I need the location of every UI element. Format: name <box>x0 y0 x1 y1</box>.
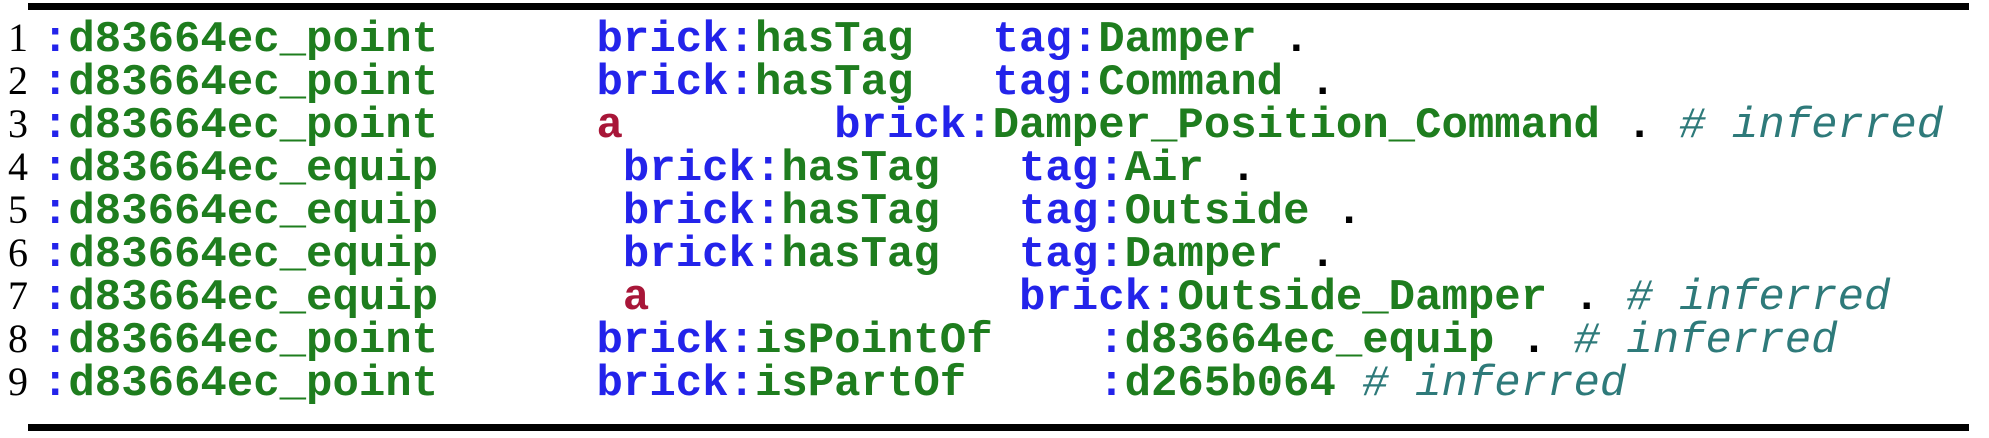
code-token: hasTag <box>754 15 914 65</box>
code-token: Damper_Position_Command <box>992 101 1600 151</box>
code-token: : <box>42 15 69 65</box>
code-token: : <box>1098 359 1125 409</box>
code-line: 8:d83664ec_point brick:isPointOf :d83664… <box>8 316 1943 363</box>
code-token: isPartOf <box>754 359 967 409</box>
code-token: Outside_Damper <box>1177 273 1548 323</box>
code-token: Command <box>1098 58 1284 108</box>
code-token: tag: <box>1019 187 1125 237</box>
code-token: isPointOf <box>754 316 993 366</box>
turtle-code-listing: 1:d83664ec_point brick:hasTag tag:Damper… <box>8 15 1943 406</box>
code-token: brick: <box>622 144 782 194</box>
code-spacing <box>1336 359 1362 409</box>
figure-bottom-rule <box>28 424 1969 431</box>
code-line: 7:d83664ec_equip a brick:Outside_Damper … <box>8 273 1943 320</box>
code-token: brick: <box>596 58 755 108</box>
code-token: d83664ec_equip <box>68 273 439 323</box>
code-token: : <box>1098 316 1125 366</box>
code-line: 6:d83664ec_equip brick:hasTag tag:Damper… <box>8 230 1943 277</box>
code-token: brick: <box>1019 273 1178 323</box>
code-token: d83664ec_point <box>68 101 439 151</box>
code-line: 3:d83664ec_point a brick:Damper_Position… <box>8 101 1943 148</box>
code-token: . <box>1283 15 1310 65</box>
code-token: . <box>1230 144 1257 194</box>
code-token: brick: <box>834 101 993 151</box>
code-token: : <box>42 58 69 108</box>
code-token: Outside <box>1124 187 1310 237</box>
code-token: d83664ec_point <box>68 15 439 65</box>
code-token: # inferred <box>1573 316 1838 366</box>
code-token: . <box>1335 187 1363 237</box>
code-token: a <box>622 273 650 323</box>
code-token: . <box>1309 58 1336 108</box>
code-token: : <box>42 359 69 409</box>
code-token: Damper <box>1098 15 1257 65</box>
line-number: 4 <box>8 144 28 189</box>
code-token: Damper <box>1124 230 1284 280</box>
code-token: tag: <box>992 15 1099 65</box>
code-token: d83664ec_equip <box>1124 316 1495 366</box>
code-line: 5:d83664ec_equip brick:hasTag tag:Outsid… <box>8 187 1943 234</box>
code-token: # inferred <box>1679 101 1944 151</box>
code-line: 4:d83664ec_equip brick:hasTag tag:Air . <box>8 144 1943 191</box>
code-token: d83664ec_equip <box>68 187 439 237</box>
code-token: brick: <box>596 359 755 409</box>
code-token: hasTag <box>781 187 940 237</box>
figure-top-rule <box>28 3 1969 10</box>
line-number: 6 <box>8 230 28 275</box>
code-token: . <box>1520 316 1548 366</box>
code-token: : <box>42 144 69 194</box>
code-token: d83664ec_equip <box>68 144 439 194</box>
code-line: 1:d83664ec_point brick:hasTag tag:Damper… <box>8 15 1943 62</box>
code-spacing <box>1653 101 1679 151</box>
code-token: . <box>1626 101 1653 151</box>
code-token: d265b064 <box>1124 359 1336 409</box>
line-number: 7 <box>8 273 28 318</box>
code-token: . <box>1573 273 1600 323</box>
code-token: brick: <box>622 187 782 237</box>
code-token: Air <box>1124 144 1204 194</box>
code-token: brick: <box>622 230 782 280</box>
code-spacing <box>438 359 596 409</box>
code-token: d83664ec_point <box>68 359 439 409</box>
code-token: : <box>42 230 69 280</box>
code-line: 2:d83664ec_point brick:hasTag tag:Comman… <box>8 58 1943 105</box>
code-token: hasTag <box>781 230 940 280</box>
line-number: 8 <box>8 316 28 361</box>
code-token: hasTag <box>754 58 914 108</box>
code-token: . <box>1309 230 1336 280</box>
line-number: 9 <box>8 359 28 404</box>
code-line: 9:d83664ec_point brick:isPartOf :d265b06… <box>8 359 1943 406</box>
code-token: d83664ec_equip <box>68 230 439 280</box>
code-token: : <box>42 273 69 323</box>
code-spacing <box>966 359 1098 409</box>
code-token: d83664ec_point <box>68 58 439 108</box>
code-token: tag: <box>1019 230 1125 280</box>
line-number: 2 <box>8 58 28 103</box>
code-token: # inferred <box>1362 359 1627 409</box>
code-token: : <box>42 316 69 366</box>
line-number: 5 <box>8 187 28 232</box>
code-spacing <box>1600 101 1626 151</box>
code-token: tag: <box>1019 144 1125 194</box>
code-token: d83664ec_point <box>68 316 439 366</box>
code-token: # inferred <box>1626 273 1891 323</box>
code-token: tag: <box>992 58 1099 108</box>
line-number: 1 <box>8 15 28 60</box>
code-token: hasTag <box>781 144 940 194</box>
code-token: brick: <box>596 15 755 65</box>
code-token: : <box>42 101 69 151</box>
code-token: : <box>42 187 69 237</box>
code-token: brick: <box>596 316 755 366</box>
line-number: 3 <box>8 101 28 146</box>
code-token: a <box>596 101 623 151</box>
